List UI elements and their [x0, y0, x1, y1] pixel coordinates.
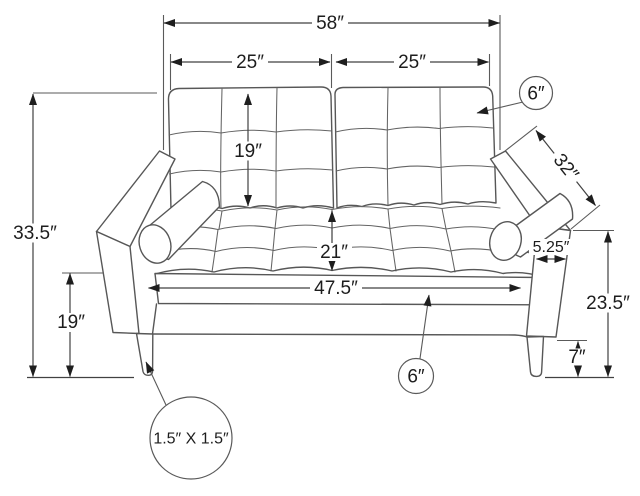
callout-seat-cushion-thickness: 6″ [397, 294, 435, 395]
dim-seat-depth-label: 21″ [320, 242, 348, 263]
arm-left [95, 150, 176, 335]
dimension-annotations: 58″ 25″ 25″ 33.5″ 19″ [11, 13, 634, 480]
callout-leg-cross-section: 1.5″ X 1.5″ [145, 361, 233, 480]
dim-seat-height: 19″ [27, 272, 134, 379]
callout-seat-cushion-thickness-label: 6″ [407, 367, 425, 388]
dim-back-cushion-right-width-label: 25″ [398, 52, 426, 73]
dim-back-cushion-right-width: 25″ [335, 52, 491, 86]
dim-arm-width-label: 5.25″ [533, 239, 570, 256]
sofa-illustration [95, 86, 574, 378]
dim-overall-height-label: 33.5″ [13, 223, 57, 244]
back-cushion-right [334, 86, 497, 209]
dim-overall-width: 58″ [162, 13, 501, 150]
dim-leg-height: 7″ [557, 339, 588, 377]
dim-leg-height-label: 7″ [568, 347, 586, 368]
dim-back-cushion-height: 19″ [231, 93, 265, 207]
callout-leg-cross-section-label: 1.5″ X 1.5″ [153, 431, 229, 448]
callout-back-cushion-thickness: 6″ [476, 75, 554, 115]
seat-cushions [154, 205, 544, 278]
dim-arm-height-label: 23.5″ [586, 293, 630, 314]
dim-overall-height: 33.5″ [11, 92, 157, 377]
dim-seat-width: 47.5″ [148, 278, 521, 299]
leg-front-right [526, 335, 545, 378]
dim-seat-height-label: 19″ [57, 312, 85, 333]
dim-back-cushion-left-width-label: 25″ [236, 52, 264, 73]
dim-seat-depth: 21″ [317, 210, 352, 271]
callout-back-cushion-thickness-label: 6″ [527, 84, 545, 105]
leg-front-left [135, 332, 154, 377]
bolster-pillow-left [138, 180, 221, 264]
dim-back-cushion-height-label: 19″ [234, 141, 262, 162]
dim-arm-width: 5.25″ [529, 239, 573, 263]
dim-overall-width-label: 58″ [316, 13, 344, 34]
dim-back-cushion-left-width: 25″ [169, 52, 333, 90]
dim-arm-height: 23.5″ [545, 229, 634, 379]
dim-seat-width-label: 47.5″ [314, 278, 358, 299]
